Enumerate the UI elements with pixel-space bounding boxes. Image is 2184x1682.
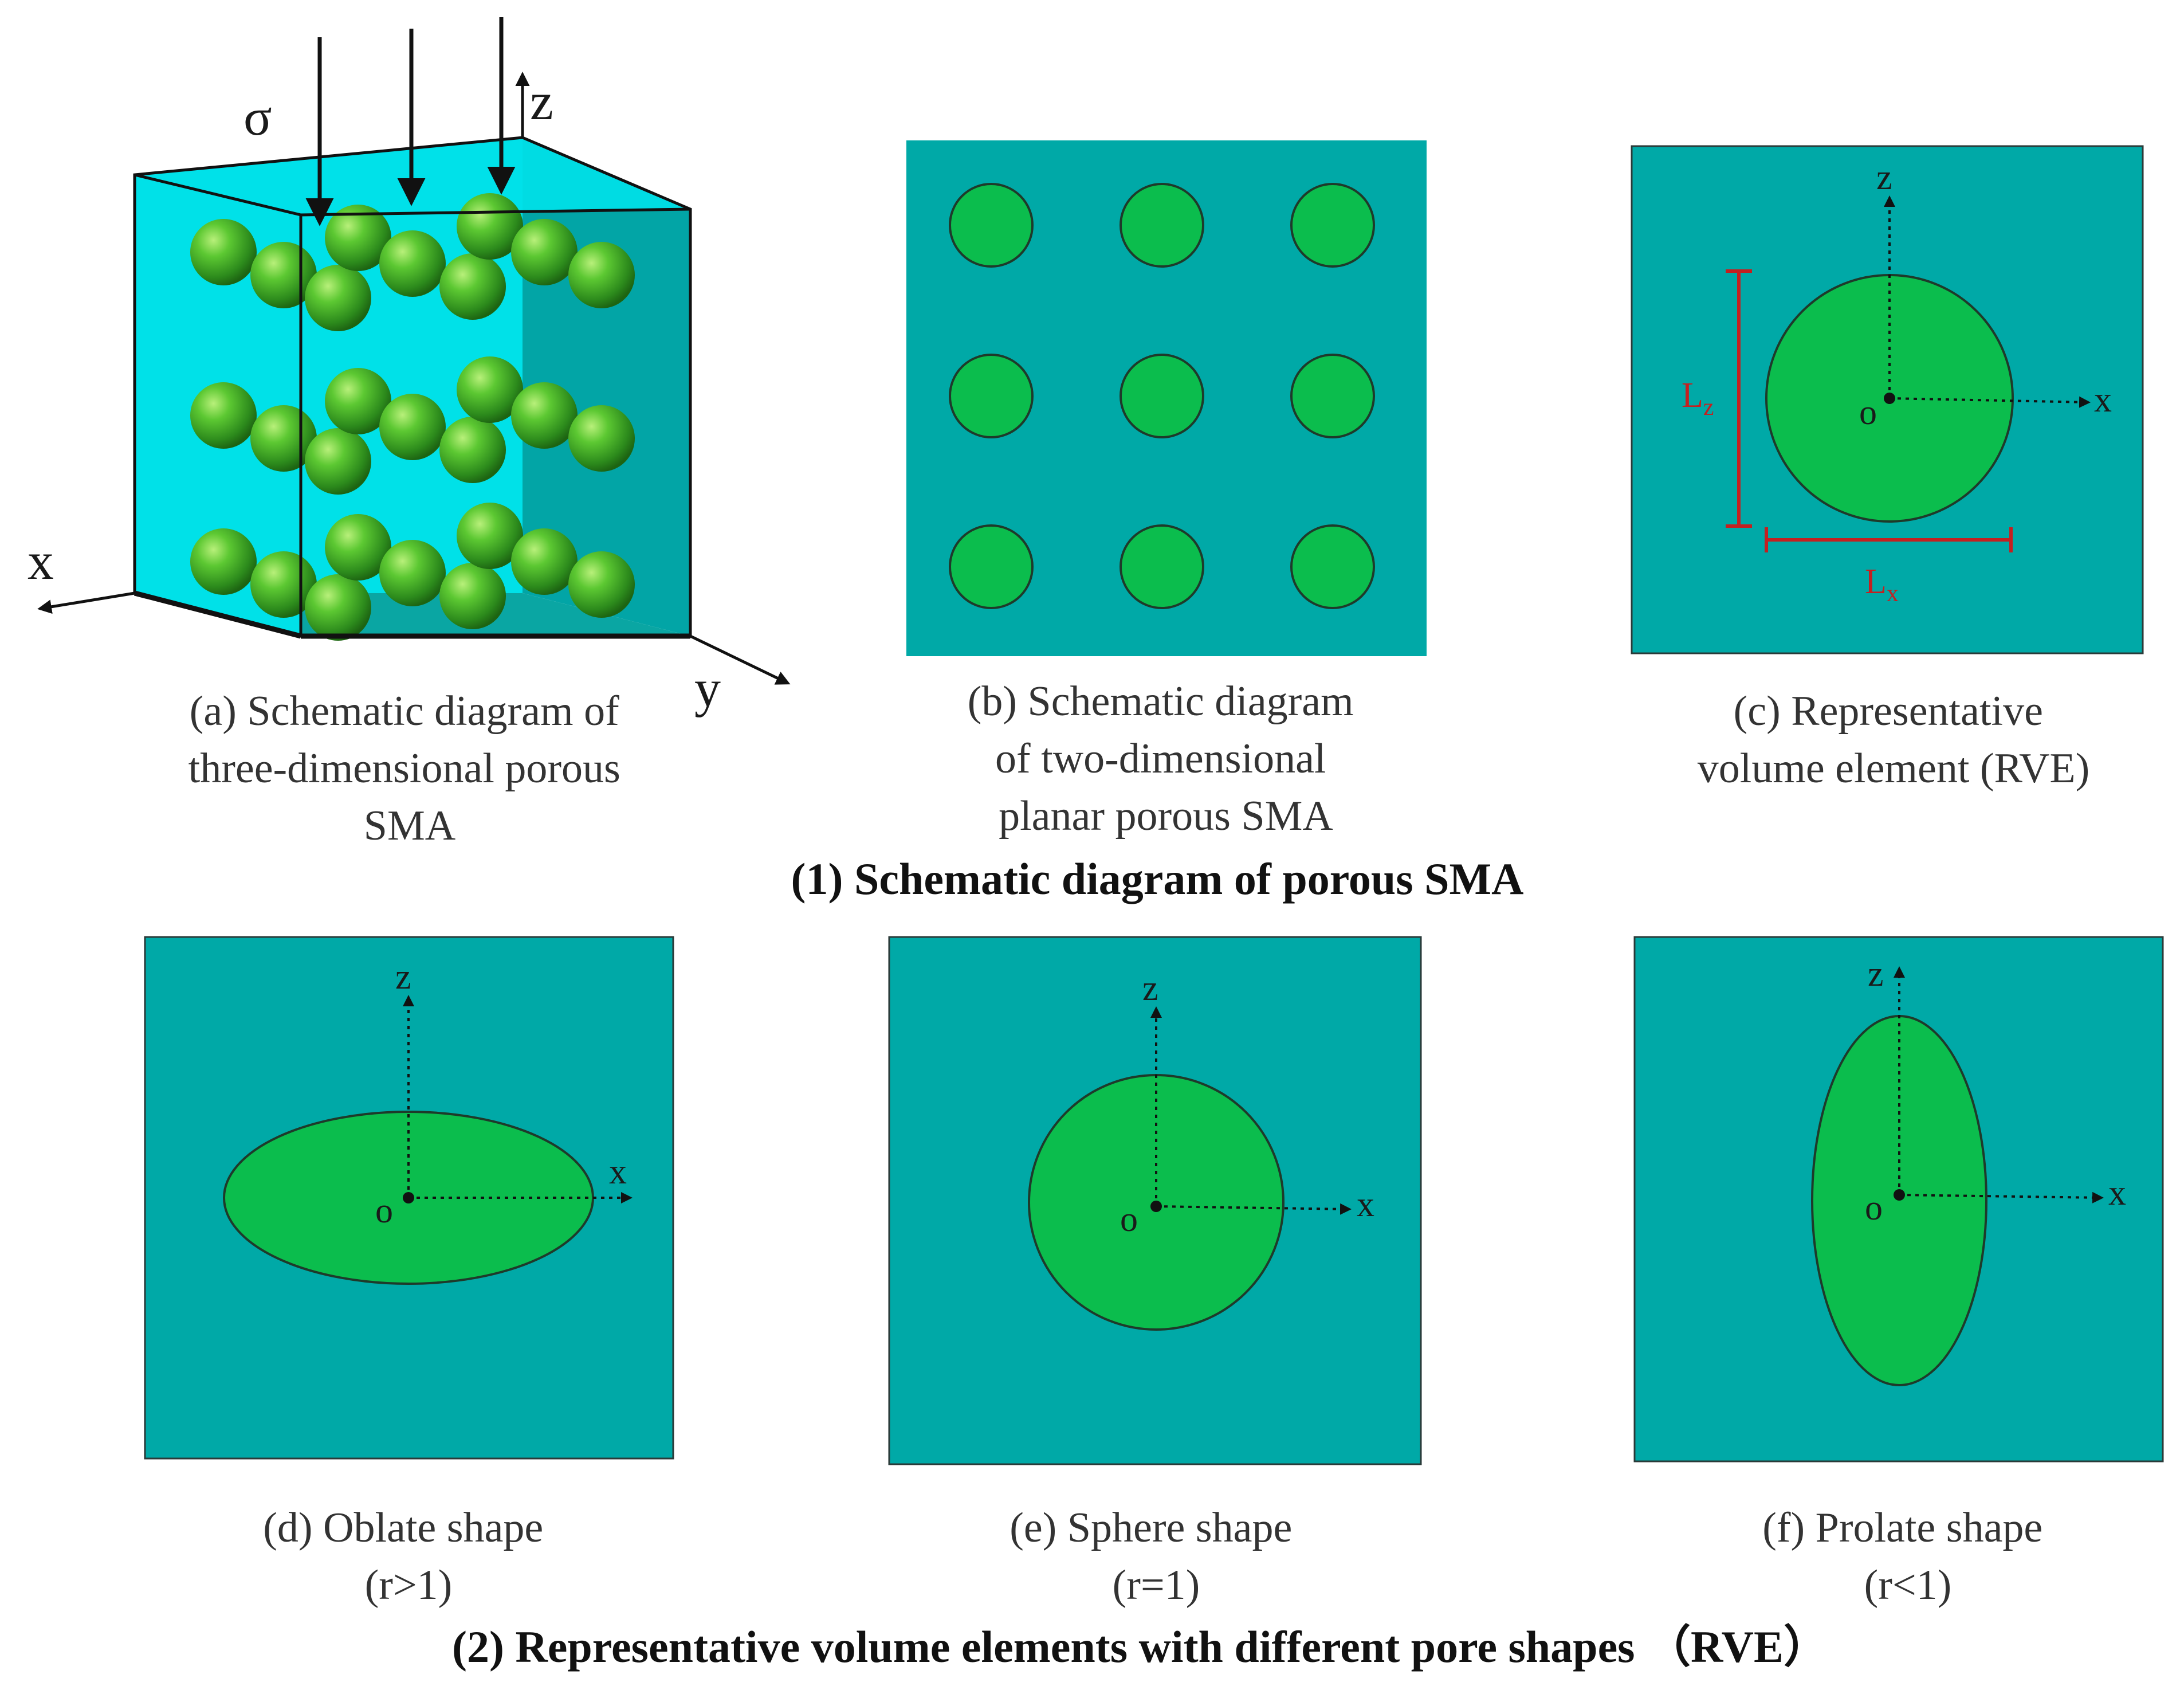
cube-axes: [37, 72, 791, 685]
sphere: [439, 253, 506, 320]
sphere: [190, 382, 257, 449]
lx-base: L: [1865, 562, 1887, 601]
panel-b-caption: (b) Schematic diagram of two-dimensional…: [968, 678, 1364, 840]
stress-arrows: [305, 17, 516, 226]
panel-e-caption: (e) Sphere shape (r=1): [1009, 1504, 1303, 1609]
dimension-lz: [1726, 269, 1752, 528]
panel-a-caption: (a) Schematic diagram of three-dimension…: [188, 688, 631, 849]
stress-symbol: σ: [243, 88, 272, 146]
panel-c-caption: (c) Representative volume element (RVE): [1698, 688, 2090, 792]
caption-line: (r>1): [365, 1562, 453, 1609]
pore-grid: [949, 183, 1375, 609]
origin-label: o: [1859, 393, 1877, 432]
pore-circle: [1290, 354, 1375, 438]
caption-line: (r<1): [1864, 1562, 1952, 1609]
caption-line: three-dimensional porous: [188, 745, 620, 792]
x-axis-line: [1889, 396, 2091, 408]
caption-line: (f) Prolate shape: [1762, 1504, 2042, 1551]
origin-label: o: [375, 1191, 393, 1230]
origin-label: o: [1120, 1200, 1138, 1239]
origin-dot: [403, 1192, 414, 1203]
sphere: [511, 382, 578, 449]
axis-z-label: z: [1142, 969, 1158, 1008]
sphere: [511, 528, 578, 595]
caption-line: (d) Oblate shape: [263, 1504, 543, 1551]
panel-d-oblate: o z x (d) Oblate shape (r>1): [144, 936, 674, 1609]
axis-x-label: x: [2108, 1174, 2126, 1213]
axis-x-label: x: [609, 1152, 627, 1191]
caption-line: of two-dimensional: [995, 735, 1326, 782]
axis-z-label: z: [1876, 158, 1892, 197]
pore-circle: [1290, 183, 1375, 268]
sphere: [325, 368, 391, 434]
sphere: [568, 551, 635, 618]
lz-sub: z: [1703, 394, 1714, 421]
sphere: [379, 230, 446, 297]
caption-line: (a) Schematic diagram of: [190, 688, 619, 735]
sphere: [190, 219, 257, 285]
x-axis-line: [1156, 1203, 1352, 1215]
lz-label: Lz: [1682, 376, 1714, 421]
section-2-heading: (2) Representative volume elements with …: [452, 1622, 1828, 1672]
lz-base: L: [1682, 376, 1703, 415]
pore-circle: [1120, 524, 1204, 609]
caption-line: (c) Representative: [1734, 688, 2043, 735]
sphere: [379, 394, 446, 460]
pore-circle: [1120, 354, 1204, 438]
panel-e-sphere: o z x (e) Sphere shape (r=1): [888, 936, 1422, 1609]
pore-circle: [1290, 524, 1375, 609]
axis-z-label: z: [395, 958, 411, 997]
origin-dot: [1150, 1201, 1162, 1212]
section-1-heading: (1) Schematic diagram of porous SMA: [791, 854, 1524, 904]
caption-line: planar porous SMA: [999, 793, 1333, 840]
caption-line: (e) Sphere shape: [1009, 1504, 1292, 1551]
axis-x-label: x: [1357, 1185, 1374, 1224]
sphere: [457, 356, 523, 423]
panel-c-rve: o z x Lz Lx (c) Representative volume el…: [1631, 145, 2144, 792]
sphere: [439, 563, 506, 629]
sphere: [305, 574, 371, 641]
axis-z-label: z: [1868, 955, 1884, 994]
panel-a-3d-cube: σ z x y (a) Schematic diagram of three-d…: [28, 17, 791, 849]
pore-circle: [1120, 183, 1204, 268]
pore-circle: [949, 183, 1034, 268]
caption-line: (b) Schematic diagram: [968, 678, 1354, 725]
sphere: [305, 265, 371, 331]
cube-edges: [133, 136, 692, 639]
sphere: [379, 540, 446, 606]
sphere: [457, 503, 523, 569]
lx-sub: x: [1887, 581, 1899, 607]
origin-label: o: [1865, 1189, 1883, 1228]
caption-line: volume element (RVE): [1698, 745, 2090, 792]
caption-line: (r=1): [1113, 1562, 1200, 1609]
sphere: [325, 514, 391, 581]
sphere: [305, 428, 371, 495]
x-axis-line: [1899, 1191, 2104, 1203]
sphere: [568, 405, 635, 472]
origin-dot: [1894, 1189, 1905, 1201]
pore-circle: [949, 524, 1034, 609]
lx-label: Lx: [1865, 562, 1899, 607]
sphere: [439, 417, 506, 483]
origin-dot: [1884, 393, 1895, 404]
pore-circle: [949, 354, 1034, 438]
panel-f-caption: (f) Prolate shape (r<1): [1762, 1504, 2053, 1609]
sphere: [457, 193, 523, 260]
sphere: [325, 205, 391, 271]
axis-z-label: z: [530, 72, 553, 131]
axis-x-label: x: [28, 532, 54, 590]
axis-y-label: y: [694, 659, 721, 718]
sphere: [190, 528, 257, 595]
panel-f-prolate: o z x (f) Prolate shape (r<1): [1633, 936, 2164, 1609]
caption-line: SMA: [364, 802, 455, 849]
dimension-lx: [1765, 527, 2013, 552]
panel-d-caption: (d) Oblate shape (r>1): [263, 1504, 554, 1609]
panel-b-planar-grid: (b) Schematic diagram of two-dimensional…: [906, 140, 1427, 840]
sphere: [511, 219, 578, 285]
sphere: [568, 242, 635, 308]
axis-x-label: x: [2094, 381, 2112, 419]
